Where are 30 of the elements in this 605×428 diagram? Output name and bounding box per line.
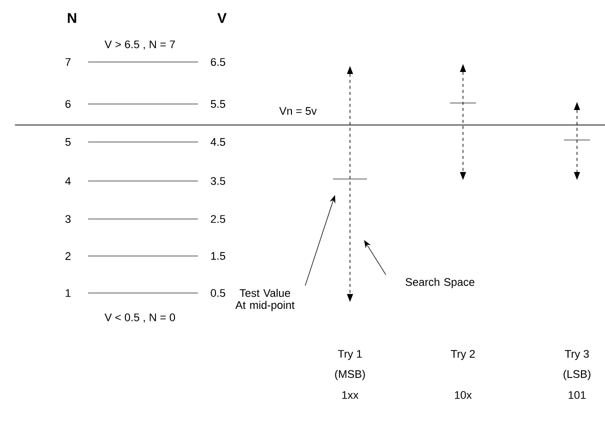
range-note: V < 0.5 , N = 0 [104,313,176,323]
level-number: 2 [66,252,71,260]
result-code: 10x [454,391,472,399]
leader-line [364,240,386,275]
try-label: Try 1 [338,350,362,360]
level-number: 1 [66,289,71,297]
range-note: V > 6.5 , N = 7 [104,40,175,50]
callout-text: Test Value At mid-point [235,288,295,312]
level-number: 3 [65,215,71,223]
level-number: 5 [65,138,71,146]
bit-note: (LSB) [564,370,590,380]
voltage-value: 3.5 [210,177,226,185]
voltage-value: 5.5 [210,100,226,108]
level-number: 6 [66,100,71,108]
callout-text: Search Space [406,278,474,288]
voltage-value: 6.5 [210,58,226,66]
bit-note: (MSB) [335,370,365,380]
result-code: 101 [568,391,586,399]
voltage-value: 0.5 [210,289,226,297]
try-label: Try 2 [450,350,475,360]
voltage-value: 4.5 [210,138,226,146]
voltage-value: 1.5 [211,252,226,260]
column-heading: N [68,13,76,23]
try-label: Try 3 [564,350,589,360]
level-number: 4 [65,177,71,185]
voltage-value: 2.5 [210,215,226,223]
input-voltage-label: Vn = 5v [279,107,317,115]
level-number: 7 [66,58,71,66]
result-code: 1xx [342,391,358,399]
column-heading: V [217,13,227,23]
